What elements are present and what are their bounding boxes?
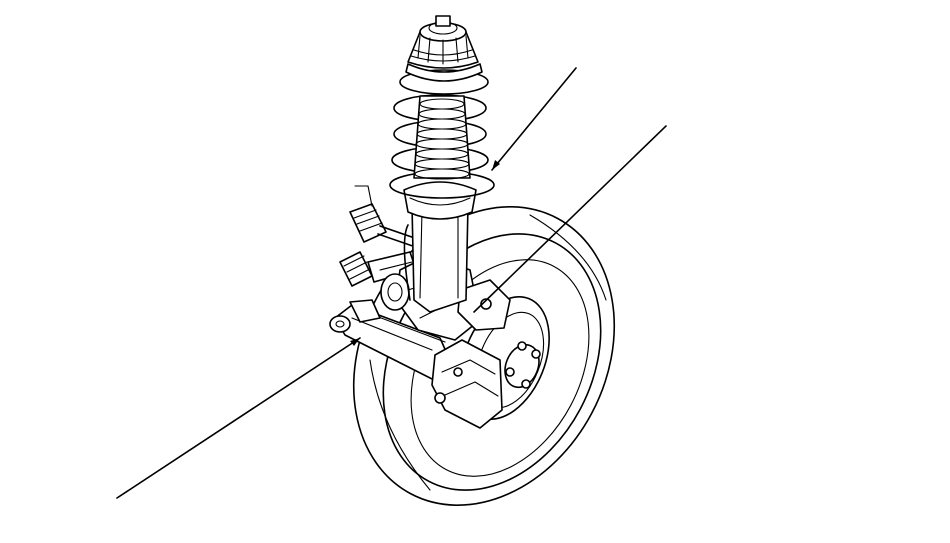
- callout-line-knuckle: [473, 125, 667, 313]
- lower-control-arm: [329, 299, 453, 383]
- callout-arrow-spring: [492, 160, 500, 170]
- brake-caliper: [431, 279, 511, 429]
- callout-arrow-lower-arm: [350, 338, 360, 346]
- callout-line-spring: [491, 67, 577, 171]
- callout-line-lower-arm: [116, 337, 361, 499]
- strut-body: [403, 181, 477, 313]
- callout-lines: [116, 67, 667, 499]
- shock-absorber-boot: [413, 95, 471, 180]
- upper-strut-mount: [405, 15, 483, 82]
